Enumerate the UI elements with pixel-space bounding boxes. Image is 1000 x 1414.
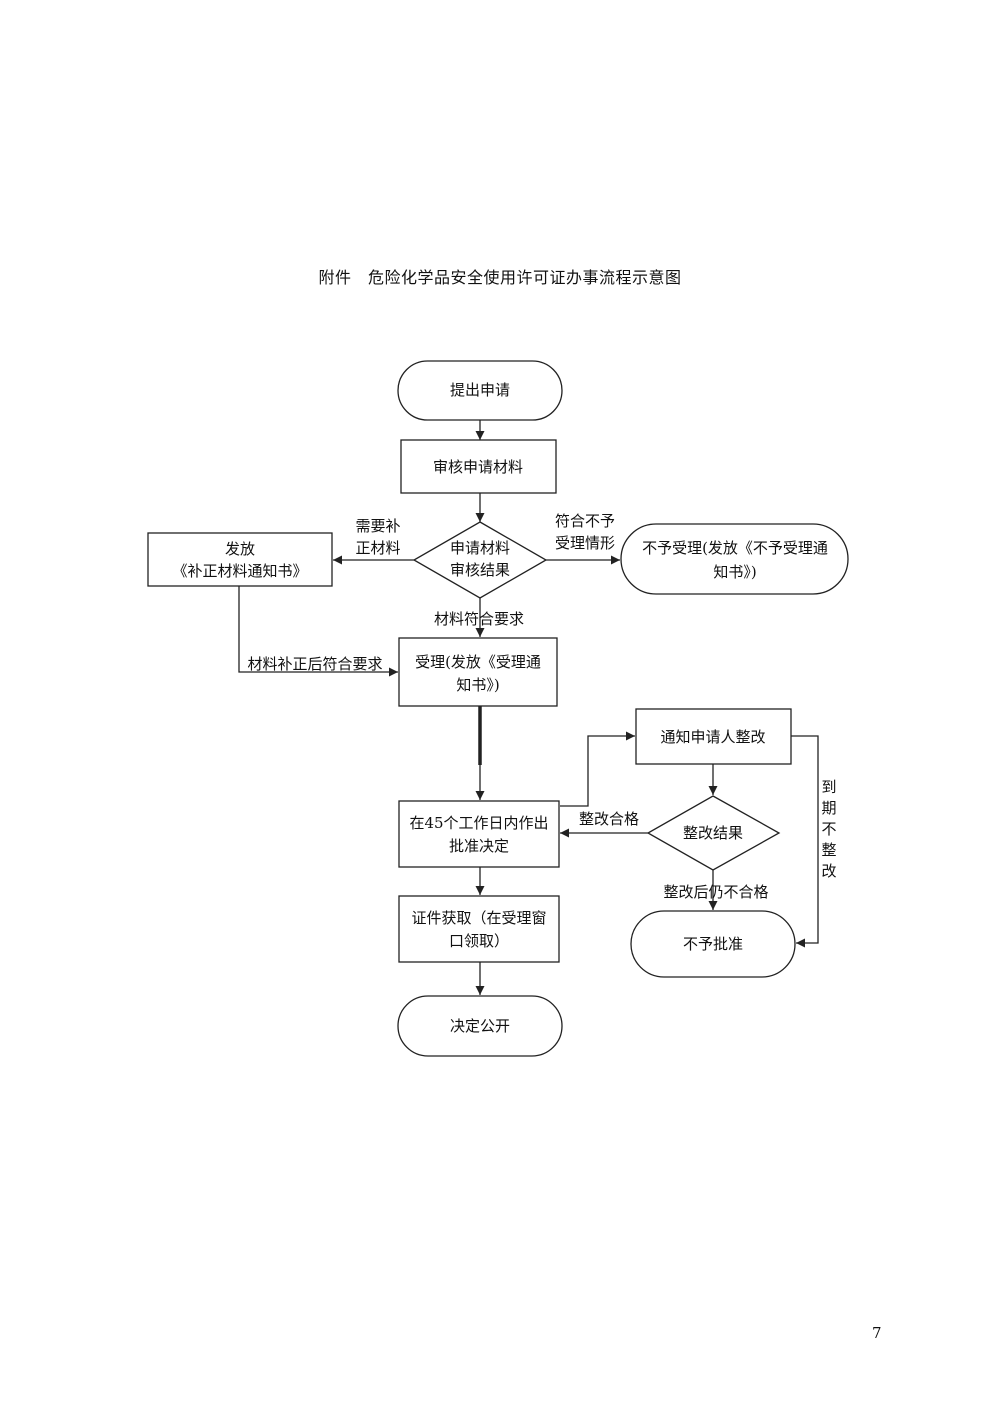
node-start-text: 提出申请 <box>450 381 510 399</box>
node-decision-review: 申请材料 审核结果 <box>412 521 548 599</box>
node-review: 审核申请材料 <box>400 439 557 494</box>
label-fix-fail: 整改后仍不合格 <box>663 883 768 901</box>
node-reject-accept-line1: 不予受理(发放《不予受理通 <box>642 539 828 557</box>
node-publish: 决定公开 <box>397 995 563 1057</box>
label-overdue-2: 期 <box>821 799 836 817</box>
label-meets: 材料符合要求 <box>434 610 524 628</box>
label-overdue-1: 到 <box>821 778 836 796</box>
label-need-correct-1: 需要补 <box>355 517 400 535</box>
node-obtain-line1: 证件获取（在受理窗 <box>411 909 546 927</box>
label-overdue-4: 整 <box>821 841 836 859</box>
node-decision-fix: 整改结果 <box>646 795 781 871</box>
node-deny-text: 不予批准 <box>683 935 743 953</box>
node-decision-fix-text: 整改结果 <box>683 824 743 842</box>
label-after-correct: 材料补正后符合要求 <box>247 655 382 673</box>
label-overdue-5: 改 <box>821 862 836 880</box>
label-not-accept-1: 符合不予 <box>555 512 615 530</box>
node-reject-accept-line2: 知书》) <box>713 563 756 581</box>
arrow-approve-notify <box>560 731 635 807</box>
arrow-notice-accept <box>238 586 398 677</box>
node-notify-fix-text: 通知申请人整改 <box>660 728 765 746</box>
node-approve-line2: 批准决定 <box>449 837 509 855</box>
node-notice-correct: 发放 《补正材料通知书》 <box>147 532 333 587</box>
node-start: 提出申请 <box>397 360 563 421</box>
node-deny: 不予批准 <box>630 910 796 978</box>
node-obtain: 证件获取（在受理窗 口领取） <box>398 895 560 963</box>
node-accept-line2: 知书》) <box>456 676 499 694</box>
page-number: 7 <box>872 1324 882 1342</box>
label-overdue-3: 不 <box>821 820 836 838</box>
node-notice-correct-line2: 《补正材料通知书》 <box>172 562 307 580</box>
node-obtain-line2: 口领取） <box>449 932 509 950</box>
node-approve-line1: 在45个工作日内作出 <box>409 814 548 832</box>
label-not-accept-2: 受理情形 <box>555 534 615 552</box>
edge-labels: 需要补 正材料 符合不予 受理情形 材料符合要求 材料补正后符合要求 整改合格 … <box>247 512 836 901</box>
node-approve: 在45个工作日内作出 批准决定 <box>398 800 560 868</box>
arrow-notify-deny <box>791 735 819 948</box>
connectors <box>238 420 819 995</box>
node-review-text: 审核申请材料 <box>433 458 523 476</box>
node-decision-review-line2: 审核结果 <box>450 561 510 579</box>
node-reject-accept: 不予受理(发放《不予受理通 知书》) <box>620 523 849 595</box>
node-notice-correct-line1: 发放 <box>225 540 255 558</box>
node-publish-text: 决定公开 <box>450 1017 510 1035</box>
label-need-correct-2: 正材料 <box>355 539 400 557</box>
page-title: 附件 危险化学品安全使用许可证办事流程示意图 <box>318 268 682 287</box>
node-notify-fix: 通知申请人整改 <box>635 708 792 765</box>
node-accept: 受理(发放《受理通 知书》) <box>398 637 558 707</box>
node-decision-review-line1: 申请材料 <box>450 539 510 557</box>
node-accept-line1: 受理(发放《受理通 <box>415 653 541 671</box>
label-fix-ok: 整改合格 <box>579 810 639 828</box>
